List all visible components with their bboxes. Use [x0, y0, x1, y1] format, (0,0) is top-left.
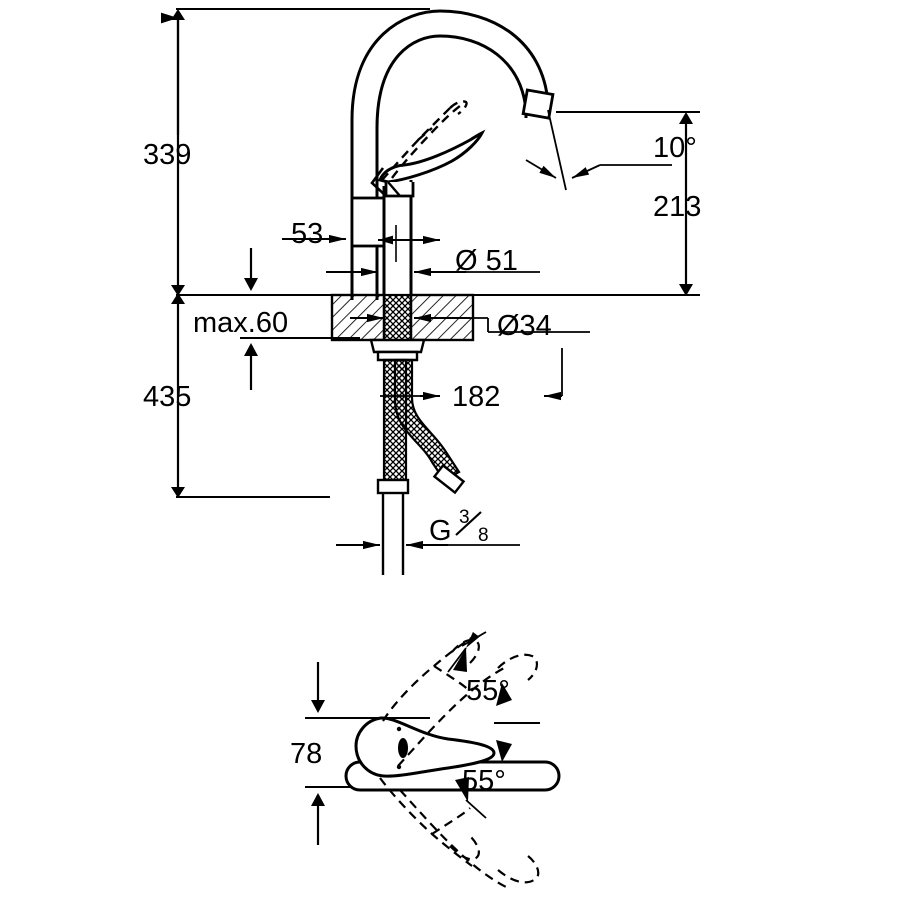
dim-label-213: 213 [653, 191, 701, 223]
dim-label-435: 435 [143, 381, 191, 413]
dim-line-dia34 [350, 313, 590, 333]
lever-plan-slot [398, 738, 408, 758]
dim-label-55-upper: 55° [466, 675, 510, 707]
dim-line-182 [380, 348, 563, 401]
dim-label-182: 182 [452, 381, 500, 413]
dim-label-thread-numerator: 3 [459, 507, 470, 528]
dim-line-339 [161, 9, 185, 296]
dim-angle-10deg [525, 109, 672, 191]
dim-label-thread-denominator: 8 [478, 525, 489, 546]
dim-line-213 [556, 111, 700, 296]
lever-plan-outline [354, 716, 496, 778]
dim-angle-55-tip-marks [494, 683, 540, 762]
dim-label-10deg: 10° [653, 132, 697, 164]
dim-label-thread-group: G 3 8 [429, 507, 489, 547]
dim-label-dia34: Ø34 [497, 310, 552, 342]
dim-line-dia51 [326, 225, 540, 277]
dim-angle-55-upper [447, 631, 487, 673]
lever-plan-dot-top [396, 726, 402, 732]
lever-hub-left [370, 167, 387, 197]
dim-line-435 [171, 293, 185, 498]
dim-label-55-lower: 55° [462, 765, 506, 797]
dim-angle-55-lower [455, 777, 487, 819]
dim-label-dia51: Ø 51 [455, 245, 518, 277]
lever-rotated-positions-dashed [379, 634, 540, 889]
hose-right-connector [432, 463, 466, 495]
dim-label-thread-G: G [429, 515, 452, 547]
dim-label-339: 339 [143, 139, 191, 171]
dim-label-78: 78 [290, 738, 322, 770]
mounting-nut [376, 350, 419, 362]
lever-hub-tick [387, 181, 401, 197]
spout-outer-profile [350, 9, 550, 300]
threaded-shank [382, 293, 413, 345]
mounting-washer [369, 338, 426, 354]
hose-left-connector [376, 478, 410, 495]
spout-inner-profile [375, 34, 528, 300]
dim-label-max60: max.60 [193, 307, 288, 339]
aerator-outlet [521, 88, 555, 120]
dim-label-53: 53 [291, 218, 323, 250]
body-cap-box [350, 196, 386, 248]
dim-line-53 [282, 198, 353, 250]
lever-open-position-dashed [381, 100, 468, 181]
